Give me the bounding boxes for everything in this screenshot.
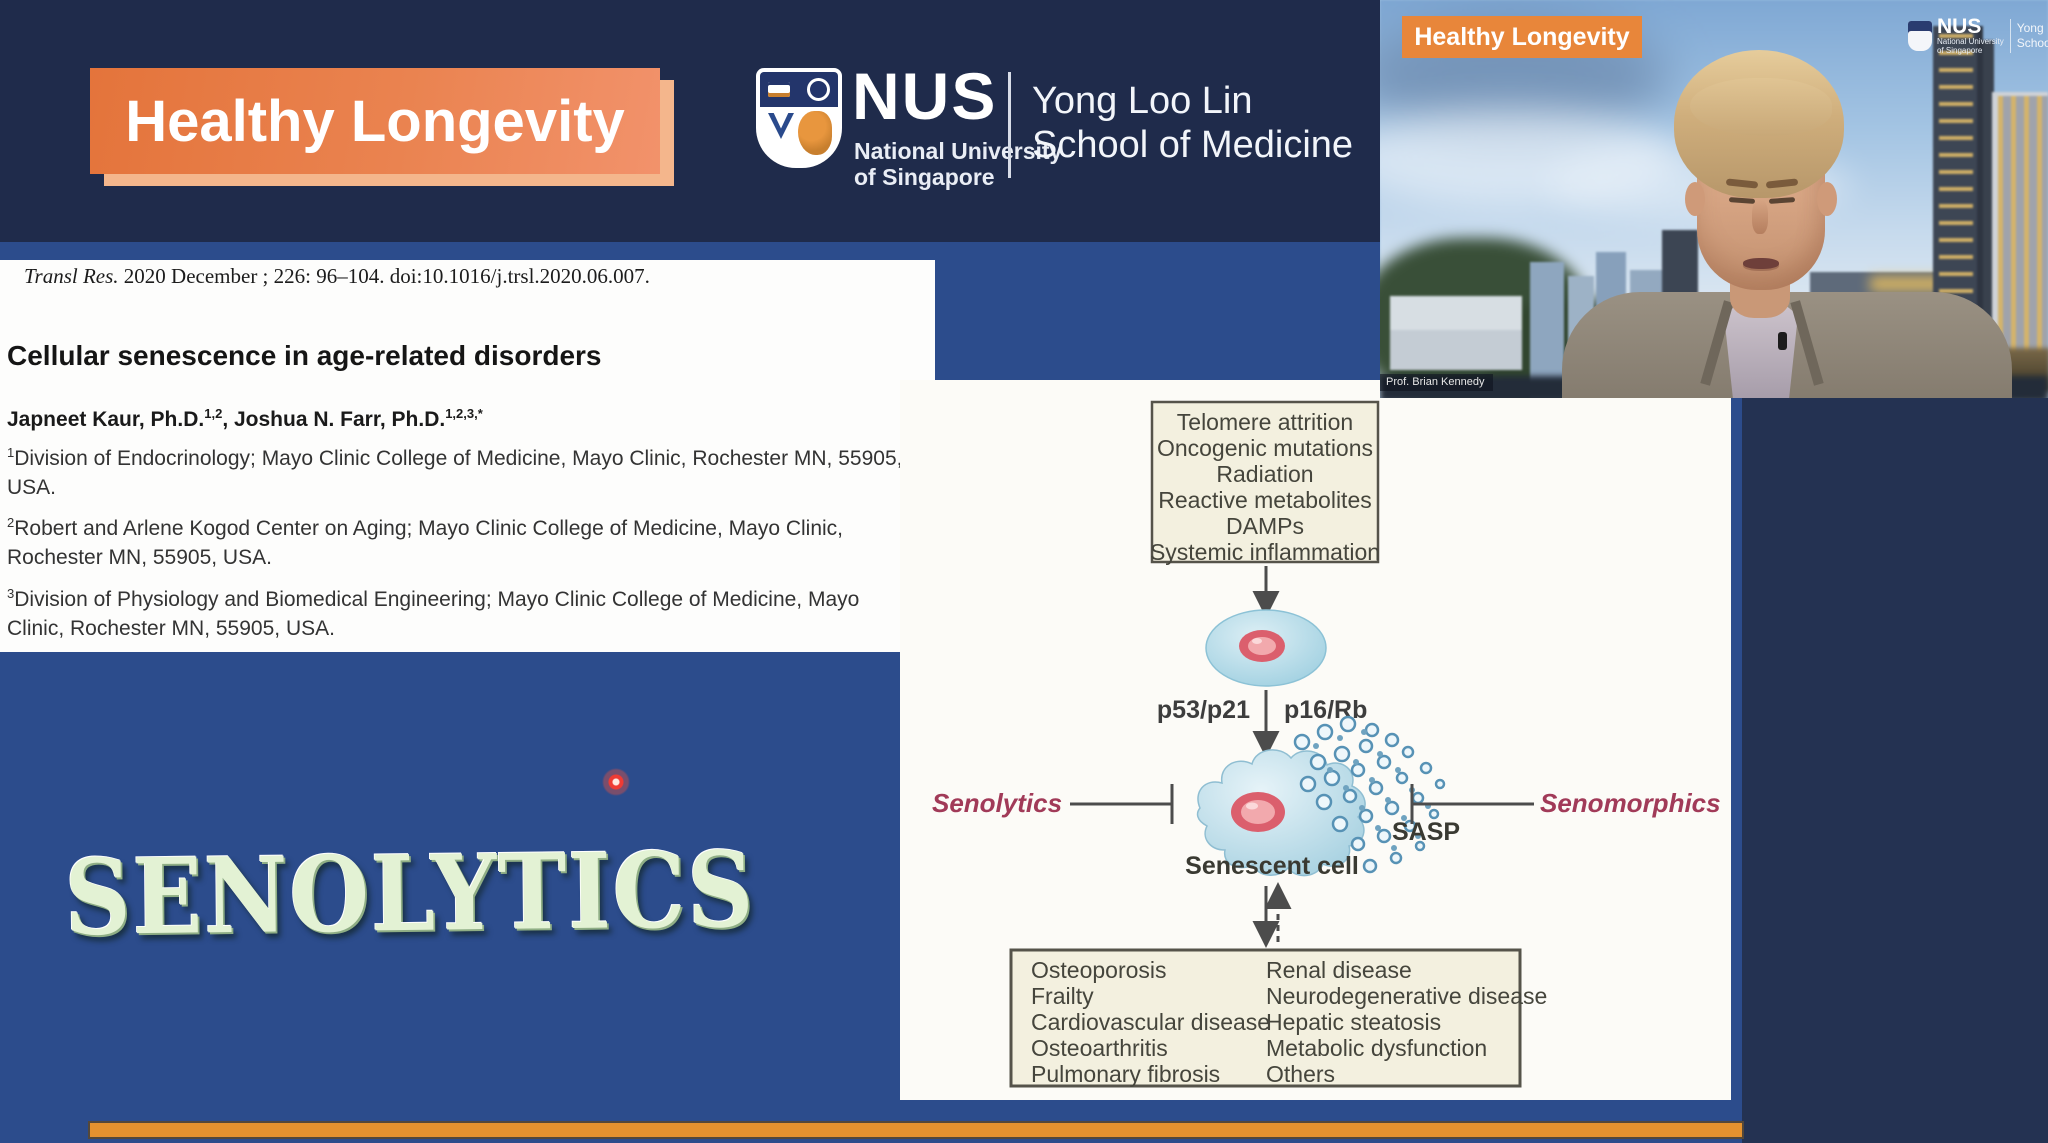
speaker-mouth — [1743, 258, 1779, 269]
webcam-nus-sub2: of Singapore — [1937, 46, 1983, 55]
affiliation-3-sup: 3 — [7, 586, 15, 601]
affiliation-2: 2Robert and Arlene Kogod Center on Aging… — [7, 508, 927, 572]
healthy-cell — [1205, 609, 1327, 687]
nus-crest-icon — [756, 68, 842, 168]
speaker-ear — [1685, 182, 1705, 216]
author-1: Japneet Kaur, Ph.D. — [7, 408, 205, 431]
open-book-icon — [768, 81, 791, 97]
affiliation-3-line1: Division of Physiology and Biomedical En… — [14, 588, 860, 611]
pathway-p53-p21: p53/p21 — [1157, 696, 1250, 724]
lion-shape — [798, 110, 832, 155]
school-name-line1: Yong Loo Lin — [1032, 80, 1253, 122]
figure-panel: Telomere attrition Oncogenic mutations R… — [900, 380, 1731, 1100]
disease-1: Osteoporosis — [1031, 957, 1167, 983]
disease-5: Pulmonary fibrosis — [1031, 1061, 1220, 1087]
nus-name-line2: of Singapore — [854, 164, 995, 190]
author-1-sup: 1,2 — [204, 406, 223, 421]
webcam-school-line2: School of Medicine — [2016, 36, 2048, 50]
building-shape — [1530, 262, 1564, 398]
citation-rest: 2020 December ; 226: 96–104. doi:10.1016… — [118, 264, 650, 288]
rings-icon — [806, 77, 830, 101]
paper-citation: Transl Res. 2020 December ; 226: 96–104.… — [24, 264, 650, 289]
cause-5: DAMPs — [1226, 513, 1304, 539]
school-name-line2: School of Medicine — [1032, 124, 1354, 166]
lapel-mic-icon — [1778, 332, 1787, 350]
laser-pointer-dot — [599, 765, 633, 799]
webcam-nus-logo: NUS National University of Singapore Yon… — [1908, 8, 2048, 64]
affiliation-2-line1: Robert and Arlene Kogod Center on Aging;… — [14, 517, 844, 540]
speaker-name-caption: Prof. Brian Kennedy — [1380, 374, 1494, 391]
affiliation-3: 3Division of Physiology and Biomedical E… — [7, 579, 927, 643]
speaker-video-tile: Healthy Longevity NUS National Universit… — [1380, 0, 2048, 398]
cause-4: Reactive metabolites — [1158, 487, 1372, 513]
webcam-nus-sub1: National University — [1937, 37, 2004, 46]
logo-divider — [2009, 19, 2011, 53]
diseases-box — [1009, 948, 1522, 1088]
building-shape — [1390, 296, 1522, 370]
causes-box — [1150, 400, 1380, 564]
speaker-nose — [1752, 200, 1768, 234]
sasp-dots — [1293, 715, 1446, 874]
affiliation-1: 1Division of Endocrinology; Mayo Clinic … — [7, 438, 927, 502]
webcam-nus-wordmark: NUS — [1937, 15, 1982, 38]
cause-1: Telomere attrition — [1177, 409, 1353, 435]
speaker-hair-fringe — [1690, 78, 1832, 136]
senescence-diagram: Telomere attrition Oncogenic mutations R… — [932, 400, 1721, 1088]
nus-wordmark: NUS — [852, 59, 998, 133]
chevron-shape — [768, 112, 794, 139]
webcam-banner-text: Healthy Longevity — [1414, 22, 1630, 51]
crest-bottom — [760, 107, 838, 164]
disease-8: Hepatic steatosis — [1266, 1009, 1441, 1035]
paper-excerpt: Transl Res. 2020 December ; 226: 96–104.… — [0, 260, 935, 652]
webcam-program-banner: Healthy Longevity — [1402, 16, 1642, 58]
nus-crest-icon-small — [1908, 21, 1932, 51]
webcam-school-line1: Yong Loo Lin — [2016, 21, 2048, 35]
affiliation-1-line1: Division of Endocrinology; Mayo Clinic C… — [14, 447, 903, 470]
senescent-cell-label: Senescent cell — [1185, 852, 1359, 880]
disease-10: Others — [1266, 1061, 1335, 1087]
senolytics-label: Senolytics — [932, 788, 1062, 818]
right-margin-column — [1742, 398, 2048, 1143]
nus-name-line1: National University — [854, 138, 1063, 164]
slide-accent-bar — [88, 1121, 1744, 1139]
speaker-ear — [1817, 182, 1837, 216]
paper-authors: Japneet Kaur, Ph.D.1,2, Joshua N. Farr, … — [7, 406, 483, 432]
paper-title: Cellular senescence in age-related disor… — [7, 340, 602, 371]
cause-2: Oncogenic mutations — [1157, 435, 1373, 461]
author-2-sup: 1,2,3,* — [445, 406, 483, 421]
senomorphics-label: Senomorphics — [1540, 788, 1721, 818]
affiliation-1-sup: 1 — [7, 445, 15, 460]
affiliation-1-line2: USA. — [7, 476, 57, 499]
logo-divider — [1008, 72, 1011, 178]
webcam-nus-wordmark-block: NUS National University of Singapore — [1937, 15, 2004, 55]
disease-6: Renal disease — [1266, 957, 1412, 983]
disease-4: Osteoarthritis — [1031, 1035, 1168, 1061]
sasp-label: SASP — [1392, 818, 1460, 846]
program-title-banner: Healthy Longevity — [90, 68, 660, 174]
webcam-school-block: Yong Loo Lin School of Medicine — [2017, 21, 2048, 51]
affiliation-2-sup: 2 — [7, 515, 15, 530]
cause-6: Systemic inflammation — [1150, 539, 1380, 565]
disease-3: Cardiovascular disease — [1031, 1009, 1270, 1035]
crest-top-band — [760, 72, 838, 107]
affiliation-2-line2: Rochester MN, 55905, USA. — [7, 546, 272, 569]
slide-keyword: SENOLYTICS — [64, 827, 756, 959]
cause-3: Radiation — [1216, 461, 1313, 487]
disease-2: Frailty — [1031, 983, 1094, 1009]
program-title: Healthy Longevity — [125, 88, 625, 154]
author-2: , Joshua N. Farr, Ph.D. — [222, 408, 446, 431]
affiliation-3-line2: Clinic, Rochester MN, 55905, USA. — [7, 617, 335, 640]
senescent-cell — [1196, 749, 1366, 877]
disease-9: Metabolic dysfunction — [1266, 1035, 1487, 1061]
disease-7: Neurodegenerative disease — [1266, 983, 1547, 1009]
journal-name: Transl Res. — [24, 264, 119, 288]
